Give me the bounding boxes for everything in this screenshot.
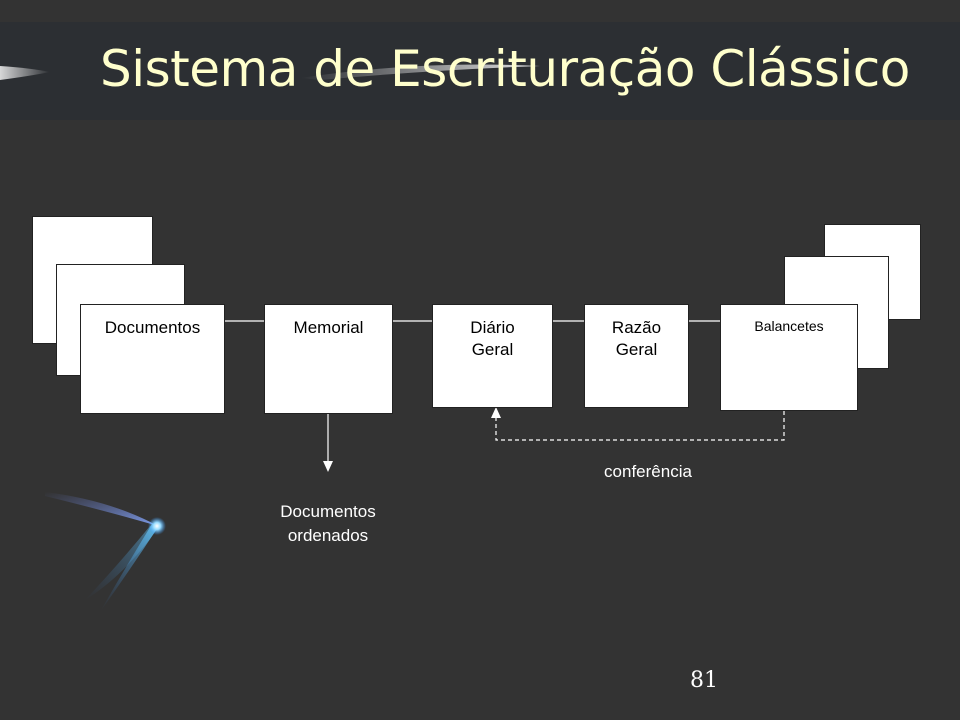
box-razao-geral: Razão Geral: [584, 304, 689, 408]
diario-line1: Diário: [470, 318, 515, 337]
box-balancetes: Balancetes: [720, 304, 858, 411]
comet-icon: [45, 492, 166, 612]
box-memorial-label: Memorial: [293, 318, 364, 337]
title-band: [0, 22, 960, 120]
box-diario-geral-label: Diário Geral: [433, 305, 552, 361]
docs-ordenados-line2: ordenados: [287, 526, 369, 545]
memorial-down-arrow: [323, 413, 333, 472]
slide-title: Sistema de Escrituração Clássico: [100, 40, 910, 98]
razao-line1: Razão: [611, 318, 662, 337]
title-swoosh-icon: [300, 64, 540, 80]
razao-line2: Geral: [615, 340, 658, 359]
page-number: 81: [690, 668, 718, 693]
left-swoosh-icon: [0, 66, 50, 80]
box-diario-geral: Diário Geral: [432, 304, 553, 408]
box-documentos: Documentos: [80, 304, 225, 414]
diario-line2: Geral: [471, 340, 514, 359]
conferencia-label: conferência: [604, 462, 692, 481]
conferencia-dashed-arrow: [491, 407, 785, 441]
box-razao-geral-label: Razão Geral: [585, 305, 688, 361]
box-memorial: Memorial: [264, 304, 393, 414]
documentos-ordenados-label: Documentos ordenados: [248, 500, 408, 548]
docs-ordenados-line1: Documentos: [280, 502, 376, 521]
box-balancetes-label: Balancetes: [754, 318, 824, 334]
box-documentos-label: Documentos: [104, 318, 201, 337]
